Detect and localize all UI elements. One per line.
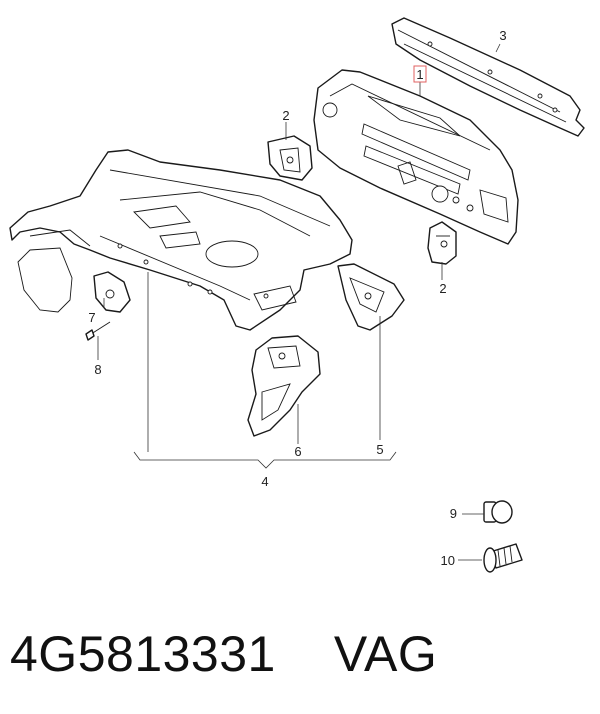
callout-7: 7: [88, 310, 95, 325]
callout-9: 9: [450, 506, 457, 521]
brand-name: VAG: [333, 626, 438, 682]
part-6-side-support: [247, 335, 321, 437]
part-number: 4G5813331: [10, 626, 276, 682]
callout-1: 1: [416, 67, 423, 82]
callout-2-upper: 2: [282, 108, 289, 123]
callout-8: 8: [94, 362, 101, 377]
part-2-bracket-lower: [427, 221, 457, 265]
callout-2-lower: 2: [439, 281, 446, 296]
leader-lines: [97, 43, 501, 561]
part-10-screw: [483, 543, 523, 573]
part-4-floor-pan: [9, 149, 353, 331]
part-1-rear-panel: [313, 69, 519, 245]
part-7-clip-bracket: [93, 271, 131, 313]
part-5-side-bracket: [337, 263, 405, 331]
callout-3: 3: [499, 28, 506, 43]
callout-1-highlight: [413, 65, 427, 83]
parts-diagram: 1 2 2 3 4 5 6 7 8 9 10: [9, 17, 585, 573]
part-8-pin: [85, 321, 111, 341]
callout-labels: 1 2 2 3 4 5 6 7 8 9 10: [88, 28, 506, 568]
callout-5: 5: [376, 442, 383, 457]
part-number-footer: 4G5813331 VAG: [10, 624, 437, 684]
part-9-clip: [483, 500, 513, 524]
callout-10: 10: [441, 553, 455, 568]
part-2-bracket-upper: [267, 135, 313, 181]
callout-4: 4: [261, 474, 268, 489]
callout-6: 6: [294, 444, 301, 459]
part-3-cross-member: [391, 17, 585, 137]
